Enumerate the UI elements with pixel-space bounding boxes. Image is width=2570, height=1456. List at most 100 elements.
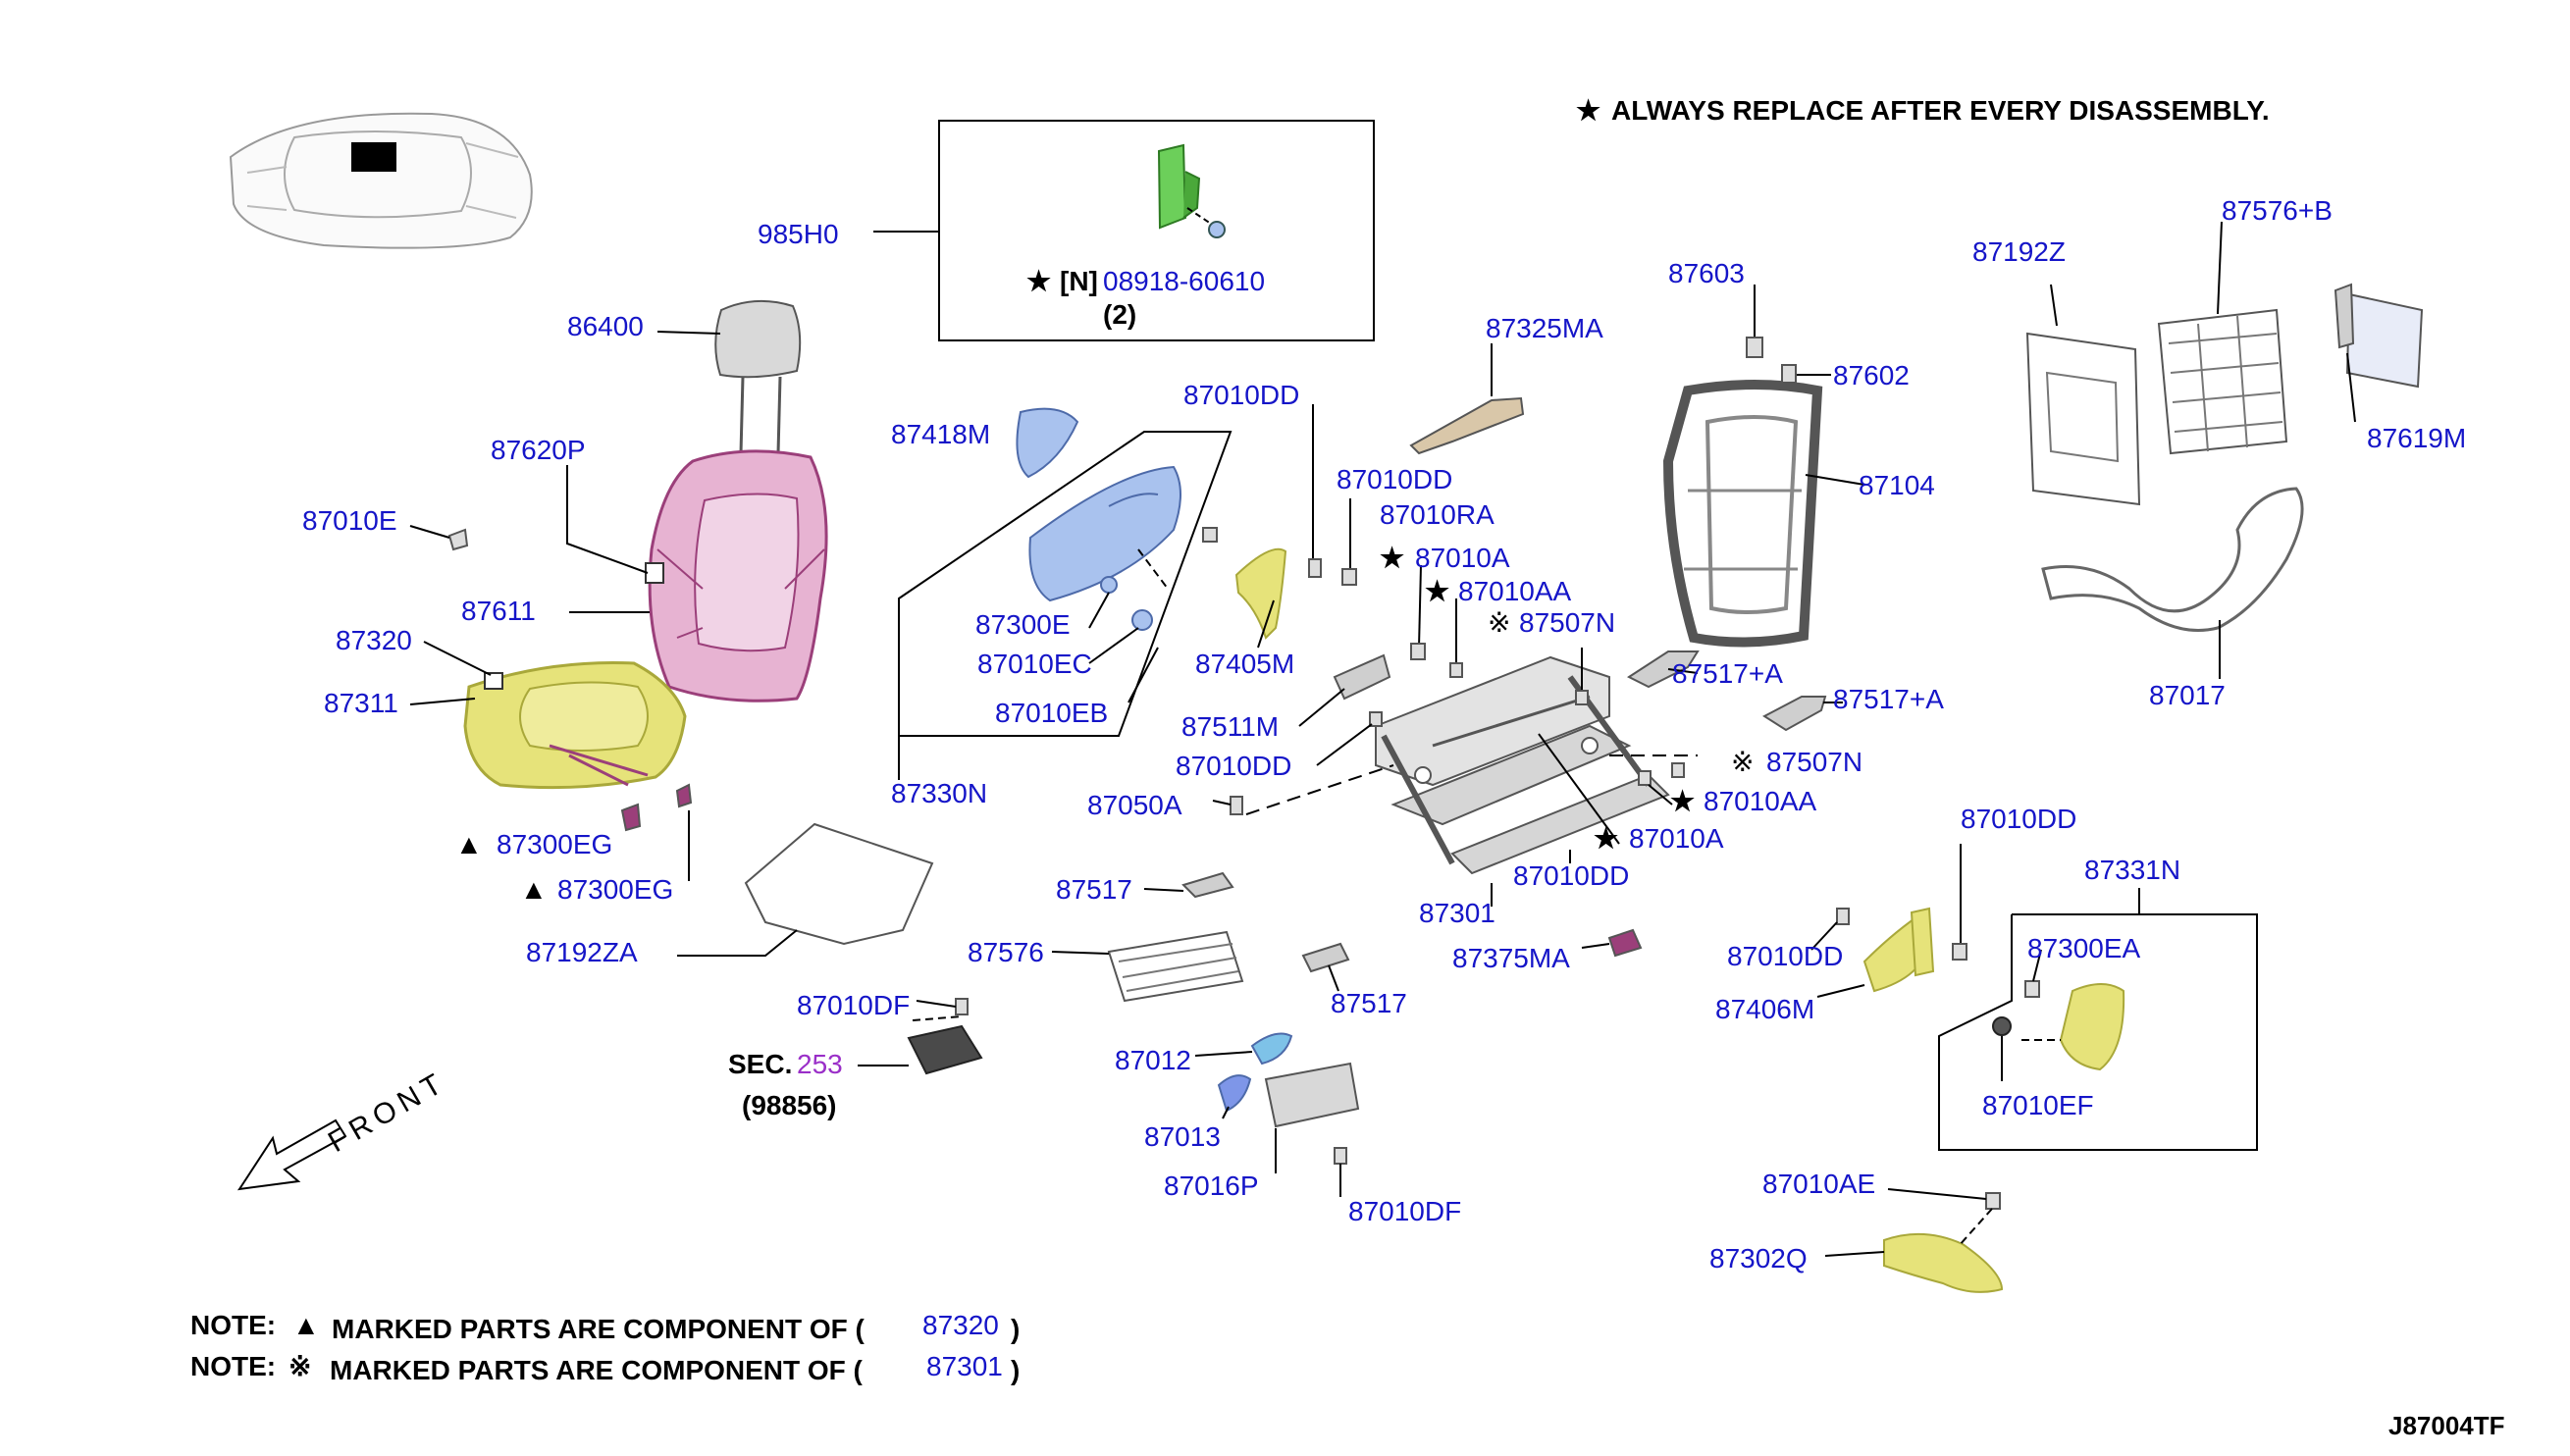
label-87010e[interactable]: 87010E (302, 505, 397, 536)
bracket-87517-2-part (1301, 942, 1350, 973)
label-87302q[interactable]: 87302Q (1709, 1243, 1808, 1274)
cover-kit-box (1938, 913, 2258, 1151)
note-1-symbol: ▲ (292, 1310, 320, 1340)
ecu-98856-part (907, 1024, 983, 1075)
triangle-mark-2: ▲ (520, 874, 548, 905)
label-87010dd-3[interactable]: 87010DD (1176, 751, 1291, 781)
label-87406m[interactable]: 87406M (1715, 994, 1814, 1024)
bracket-87517a-2-part (1762, 696, 1827, 732)
note-1-ref-87320[interactable]: 87320 (922, 1310, 999, 1340)
label-87603[interactable]: 87603 (1668, 258, 1745, 288)
label-87300eg-2[interactable]: 87300EG (557, 874, 673, 905)
star-mark-87010a-1: ★ (1380, 543, 1404, 573)
label-87010df-1[interactable]: 87010DF (797, 990, 910, 1020)
label-87010ec[interactable]: 87010EC (977, 649, 1092, 679)
seat-cushion-part (463, 661, 687, 790)
bracket-87405m-part (1234, 547, 1287, 640)
note-2-symbol: ※ (288, 1351, 311, 1381)
sec-subnumber: (98856) (742, 1090, 837, 1120)
label-87517a-1[interactable]: 87517+A (1672, 658, 1783, 689)
seat-location-marker (351, 142, 396, 172)
bracket-87517a-1-part (1626, 650, 1700, 689)
label-87611[interactable]: 87611 (461, 596, 536, 626)
star-mark-87010a-2: ★ (1594, 823, 1618, 854)
diagram-code: J87004TF (2388, 1411, 2505, 1440)
label-87010ae[interactable]: 87010AE (1762, 1169, 1875, 1199)
label-87576b[interactable]: 87576+B (2222, 195, 2333, 226)
label-87016p[interactable]: 87016P (1164, 1170, 1259, 1201)
note-2-ref-87301[interactable]: 87301 (926, 1351, 1003, 1381)
label-87507n-2[interactable]: 87507N (1766, 747, 1862, 777)
label-87507n-1[interactable]: 87507N (1519, 607, 1615, 638)
label-87010ef[interactable]: 87010EF (1982, 1090, 2094, 1120)
label-87010dd-6[interactable]: 87010DD (1727, 941, 1843, 971)
note-1-text: MARKED PARTS ARE COMPONENT OF ( (332, 1314, 865, 1344)
label-87104[interactable]: 87104 (1859, 470, 1935, 500)
label-87010a-1[interactable]: 87010A (1415, 543, 1510, 573)
label-87619m[interactable]: 87619M (2367, 423, 2466, 453)
new-part-mark: [N] (1060, 266, 1098, 296)
label-86400[interactable]: 86400 (567, 311, 644, 341)
headrest-part (714, 299, 802, 454)
label-87300eg-1[interactable]: 87300EG (497, 829, 612, 859)
label-87301[interactable]: 87301 (1419, 898, 1495, 928)
front-direction-arrow (236, 1118, 347, 1191)
label-87010aa-1[interactable]: 87010AA (1458, 576, 1572, 606)
label-87010dd-4[interactable]: 87010DD (1513, 860, 1629, 891)
label-87517-1[interactable]: 87517 (1056, 874, 1132, 905)
label-87405m[interactable]: 87405M (1195, 649, 1294, 679)
label-87620p[interactable]: 87620P (491, 435, 586, 465)
sensor-kit-box (938, 120, 1375, 341)
label-87010eb[interactable]: 87010EB (995, 698, 1108, 728)
bracket-87517-1-part (1181, 871, 1234, 899)
header-star: ★ (1576, 95, 1600, 126)
label-87012[interactable]: 87012 (1115, 1045, 1191, 1075)
label-87050a[interactable]: 87050A (1087, 790, 1182, 820)
sec-prefix: SEC. (728, 1049, 792, 1079)
label-87010dd-5[interactable]: 87010DD (1961, 804, 2076, 834)
clip-87010e (447, 528, 469, 551)
side-trim-box (898, 431, 1233, 737)
label-87311[interactable]: 87311 (324, 688, 398, 718)
spring-87576-part (1107, 930, 1244, 1003)
label-87300e[interactable]: 87300E (975, 609, 1071, 640)
clip-87300eg-1 (620, 803, 642, 832)
clip-87300eg-2 (675, 783, 693, 808)
label-87517-2[interactable]: 87517 (1331, 988, 1407, 1018)
label-87010dd-2[interactable]: 87010DD (1337, 464, 1452, 494)
label-87010df-2[interactable]: 87010DF (1348, 1196, 1461, 1226)
label-985h0[interactable]: 985H0 (758, 219, 839, 249)
label-87375ma[interactable]: 87375MA (1452, 943, 1570, 973)
label-87330n[interactable]: 87330N (891, 778, 987, 808)
occupant-sensor-part (1157, 143, 1226, 238)
pad-87192z-part (2025, 332, 2141, 506)
label-87192z[interactable]: 87192Z (1972, 236, 2066, 267)
label-87013[interactable]: 87013 (1144, 1121, 1221, 1152)
note-2-prefix: NOTE: (190, 1351, 276, 1381)
label-87010ra[interactable]: 87010RA (1380, 499, 1495, 530)
label-87300ea[interactable]: 87300EA (2027, 933, 2141, 963)
label-87331n[interactable]: 87331N (2084, 855, 2180, 885)
note-1-prefix: NOTE: (190, 1310, 276, 1340)
label-08918-60610[interactable]: 08918-60610 (1103, 266, 1265, 296)
label-87517a-2[interactable]: 87517+A (1833, 684, 1944, 714)
cable-87325ma-part (1409, 396, 1525, 455)
label-87602[interactable]: 87602 (1833, 360, 1910, 390)
vehicle-location-icon (229, 112, 533, 249)
label-87576[interactable]: 87576 (968, 937, 1044, 967)
label-87192za[interactable]: 87192ZA (526, 937, 638, 967)
label-87418m[interactable]: 87418M (891, 419, 990, 449)
label-87325ma[interactable]: 87325MA (1486, 313, 1603, 343)
pad-87619m-part (2345, 292, 2424, 389)
label-87017[interactable]: 87017 (2149, 680, 2226, 710)
part-labels: ★ ALWAYS REPLACE AFTER EVERY DISASSEMBLY… (190, 95, 2505, 1440)
quantity-label: (2) (1103, 299, 1136, 330)
label-87320[interactable]: 87320 (336, 625, 412, 655)
label-87010dd-1[interactable]: 87010DD (1183, 380, 1299, 410)
label-87010aa-2[interactable]: 87010AA (1704, 786, 1817, 816)
note-2-text: MARKED PARTS ARE COMPONENT OF ( (330, 1355, 864, 1385)
label-87010a-2[interactable]: 87010A (1629, 823, 1724, 854)
sec-number-link[interactable]: 253 (797, 1049, 843, 1079)
label-87511m[interactable]: 87511M (1181, 711, 1279, 742)
